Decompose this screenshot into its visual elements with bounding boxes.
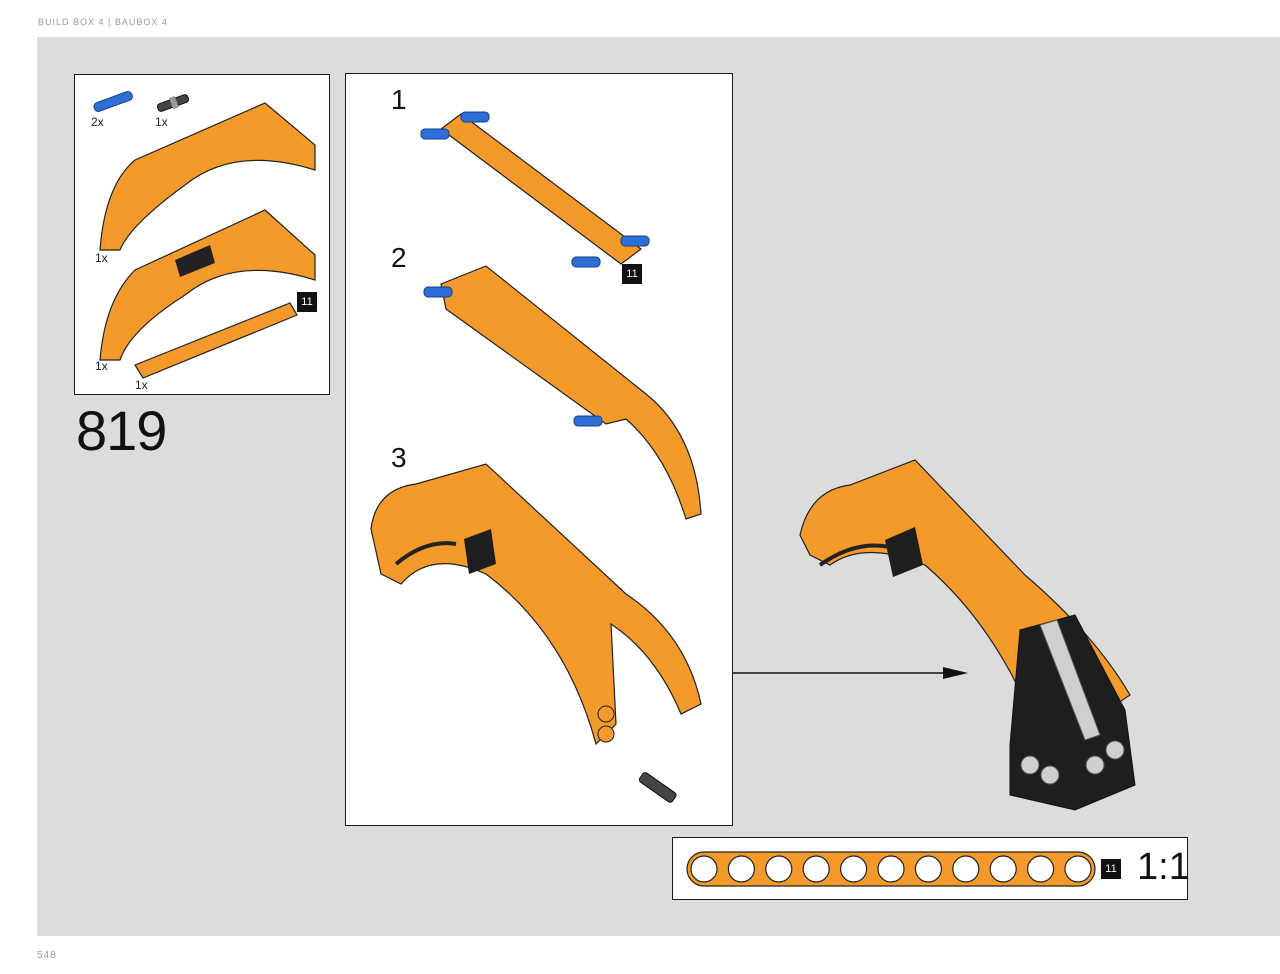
qty-beam: 1x <box>135 378 148 392</box>
substep-1-label: 1 <box>391 84 407 115</box>
orange-beam-part <box>134 302 298 379</box>
attach-arrow <box>733 667 968 679</box>
step-number: 819 <box>76 399 167 462</box>
black-axle-pin-part <box>156 94 190 112</box>
ruler-beam-badge: 11 <box>1101 859 1121 879</box>
substep-3-illustration <box>370 463 702 803</box>
beam-hole <box>877 855 905 883</box>
beam-hole <box>690 855 718 883</box>
beam-hole <box>840 855 868 883</box>
substep-2-illustration <box>423 265 702 520</box>
substep-2-label: 2 <box>391 242 407 273</box>
beam-hole <box>989 855 1017 883</box>
black-beam-stack <box>1009 614 1136 811</box>
scale-ruler-box: 11 1:1 <box>672 837 1190 900</box>
beam-ruler <box>686 851 1096 887</box>
subassembly-illustration <box>370 111 702 803</box>
beam-hole <box>1064 855 1092 883</box>
beam-hole <box>1027 855 1055 883</box>
beam-hole <box>765 855 793 883</box>
header-title: BUILD BOX 4 | BAUBOX 4 <box>38 17 168 27</box>
substep-1-beam-badge: 11 <box>622 264 642 284</box>
beam-length-badge: 11 <box>297 292 317 312</box>
subassembly-box: 1 11 2 3 <box>345 73 733 826</box>
beam-hole <box>952 855 980 883</box>
main-model-illustration <box>799 459 1136 811</box>
beam-hole <box>914 855 942 883</box>
beam-holes <box>690 855 1092 883</box>
qty-arch-panel: 1x <box>95 251 108 265</box>
blue-pin-part <box>93 91 133 112</box>
parts-list-box: 2x 1x 1x 1x 1x 11 <box>74 74 330 395</box>
qty-blue-pin: 2x <box>91 115 104 129</box>
substep-3-label: 3 <box>391 442 407 473</box>
orange-arch-panel-part <box>99 102 316 251</box>
page-number: 548 <box>37 950 57 961</box>
qty-arch-panel-tile: 1x <box>95 359 108 373</box>
parts-illustration <box>93 91 316 379</box>
scale-label: 1:1 <box>1137 846 1190 888</box>
beam-hole <box>727 855 756 883</box>
orange-arch-panel-black-tile-part <box>99 209 316 361</box>
beam-hole <box>802 855 830 883</box>
substep-1-illustration <box>420 111 650 268</box>
qty-black-axle-pin: 1x <box>155 115 168 129</box>
